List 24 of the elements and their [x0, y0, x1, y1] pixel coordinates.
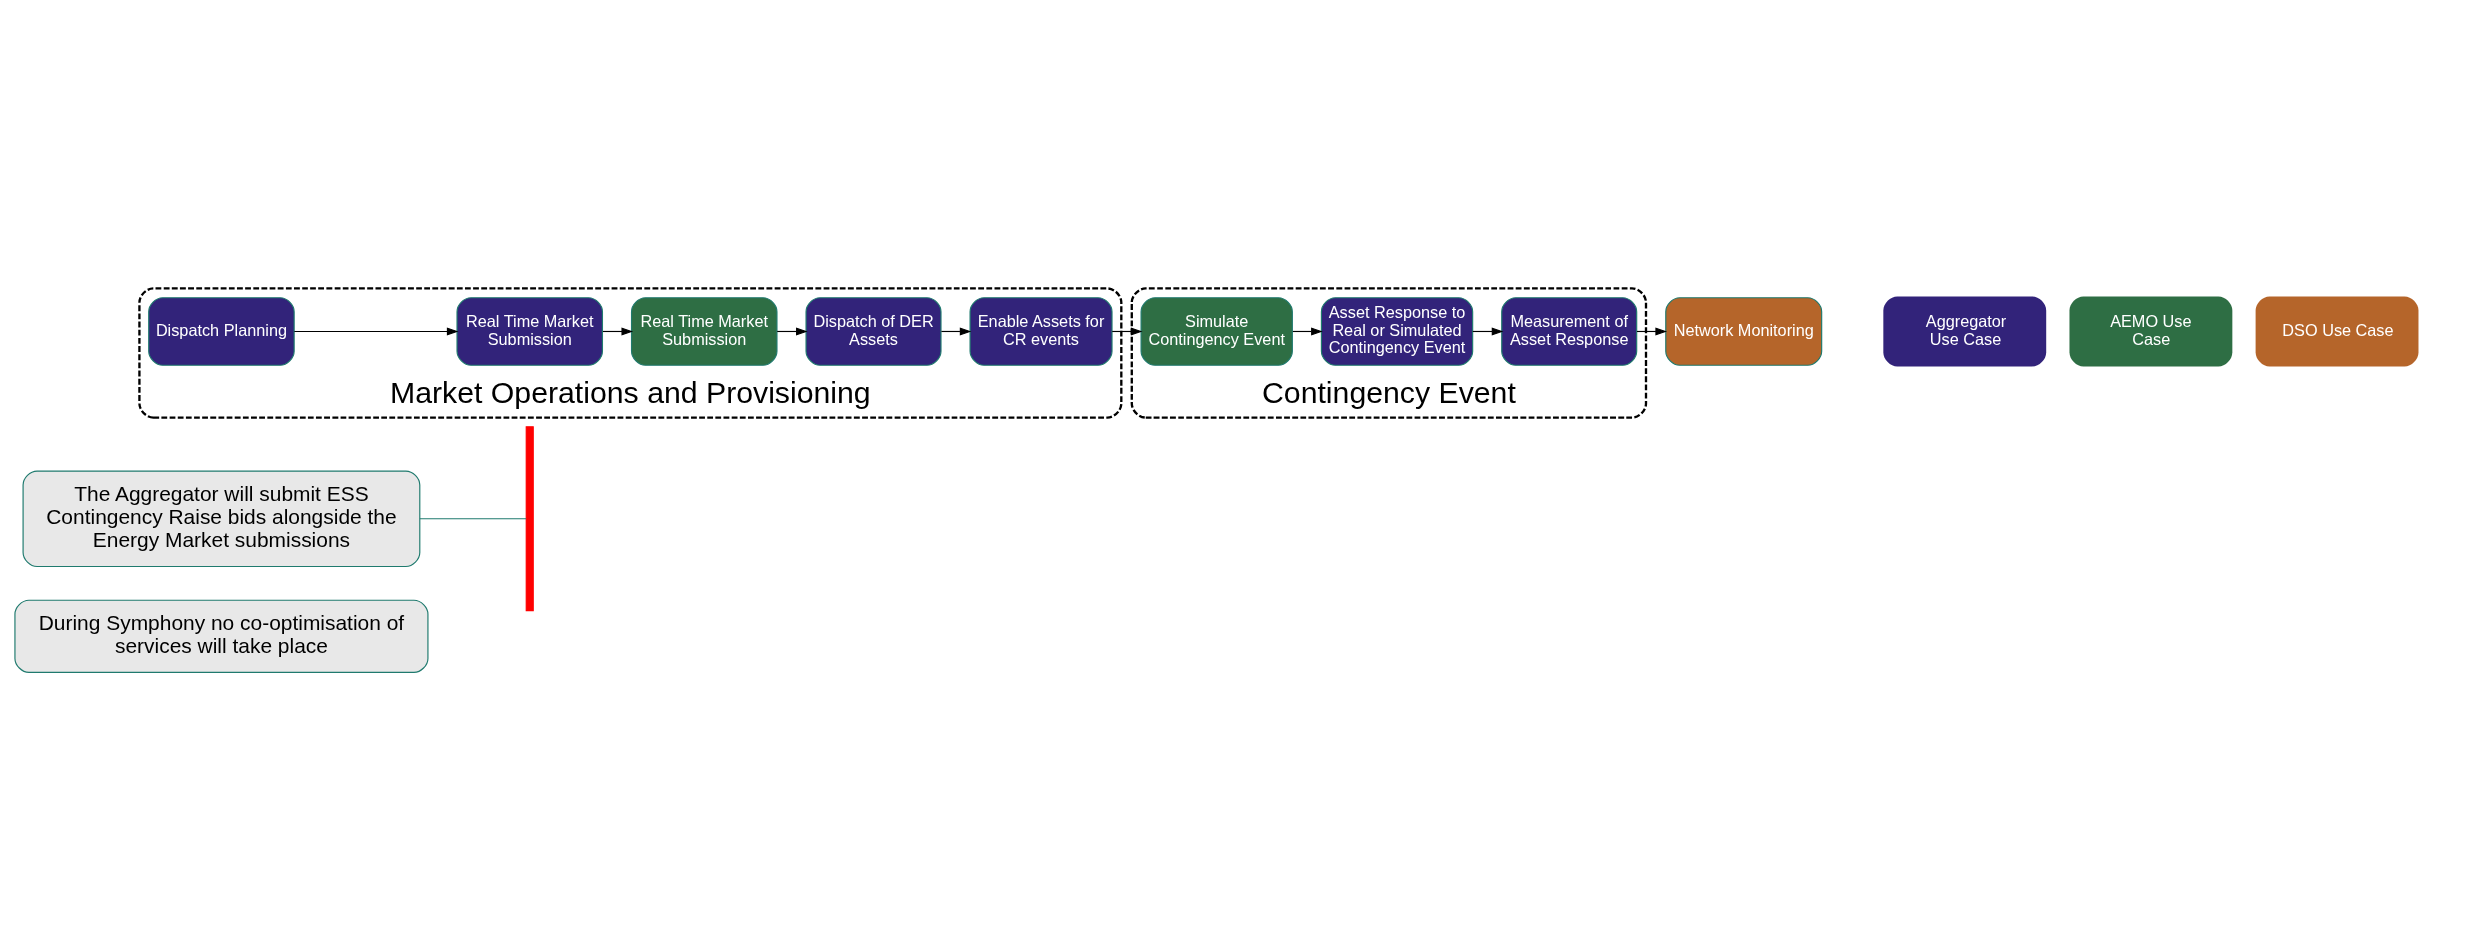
- arrow: [1111, 326, 1142, 336]
- legend-label: AEMO Use Case: [2109, 311, 2192, 348]
- legend-label: Aggregator Use Case: [1925, 311, 2006, 348]
- arrow: [293, 326, 458, 336]
- node-box: Network Monitoring: [1664, 296, 1822, 366]
- arrow: [776, 326, 808, 336]
- node-box: Dispatch of DER Assets: [804, 296, 942, 366]
- node-box: Real Time Market Submission: [455, 296, 603, 366]
- node-box: Enable Assets for CR events: [969, 296, 1113, 366]
- arrow: [1635, 326, 1667, 336]
- node-box: Measurement of Asset Response: [1500, 296, 1637, 366]
- node-box: Asset Response to Real or Simulated Contingency Event: [1320, 296, 1473, 366]
- arrow: [601, 326, 633, 336]
- node-bar: [525, 425, 534, 611]
- arrow: [1471, 326, 1503, 336]
- node-box: Dispatch Planning: [147, 296, 295, 366]
- node-box: Simulate Contingency Event: [1140, 296, 1293, 366]
- node-box: The Aggregator will submit ESS Contingency Raise bids alongside the Energy Market submissions: [22, 470, 420, 567]
- connector: [418, 517, 527, 519]
- node-box: Real Time Market Submission: [630, 296, 778, 366]
- legend-label: DSO Use Case: [2281, 320, 2394, 339]
- arrow: [940, 326, 971, 336]
- node-box: During Symphony no co-optimisation of services will take place: [13, 599, 428, 673]
- arrow: [1291, 326, 1323, 336]
